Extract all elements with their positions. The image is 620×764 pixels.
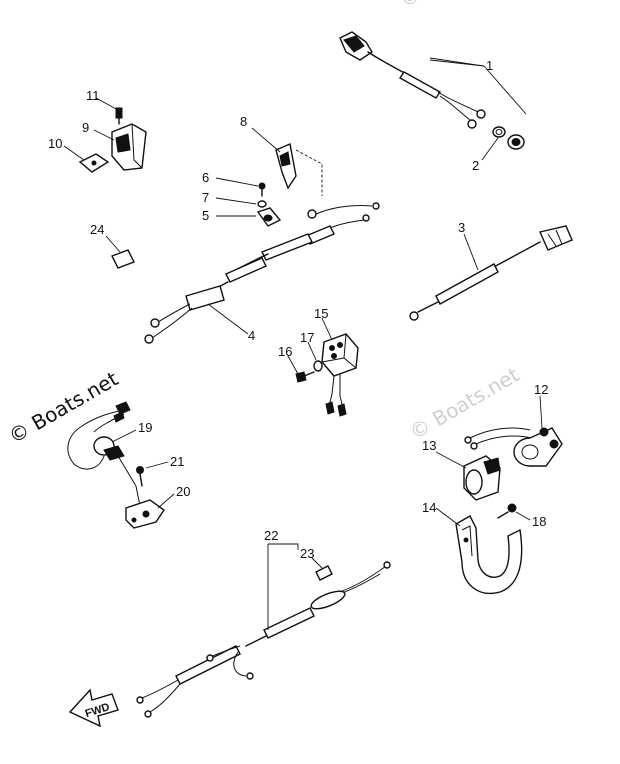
part-8-clip[interactable] bbox=[275, 143, 297, 190]
part-18-bolt[interactable] bbox=[497, 503, 517, 519]
part-19-socket-lead[interactable] bbox=[67, 401, 141, 507]
part-23-fuse[interactable] bbox=[315, 565, 333, 581]
watermark-faint-top: © Boats.net bbox=[396, 0, 514, 12]
part-22-harness[interactable] bbox=[136, 561, 391, 718]
part-11-screw[interactable] bbox=[115, 107, 123, 125]
part-21-screw[interactable] bbox=[136, 466, 144, 487]
callout-24: 24 bbox=[90, 222, 104, 237]
callout-2: 2 bbox=[472, 158, 479, 173]
part-3-cable[interactable] bbox=[409, 225, 573, 321]
callout-23: 23 bbox=[300, 546, 314, 561]
callout-3: 3 bbox=[458, 220, 465, 235]
part-12-solenoid[interactable] bbox=[464, 427, 563, 467]
callout-13: 13 bbox=[422, 438, 436, 453]
callout-1: 1 bbox=[486, 58, 493, 73]
callout-12: 12 bbox=[534, 382, 548, 397]
callout-4: 4 bbox=[248, 328, 255, 343]
part-10-plate[interactable] bbox=[78, 153, 110, 173]
part-16-bolt[interactable] bbox=[295, 371, 315, 383]
part-20-bracket[interactable] bbox=[125, 499, 165, 529]
part-5-clamp[interactable] bbox=[256, 207, 282, 227]
watermark-faint-right: © Boats.net bbox=[406, 362, 524, 444]
part-15-relay[interactable] bbox=[321, 333, 359, 417]
callout-11: 11 bbox=[86, 88, 100, 103]
callout-10: 10 bbox=[48, 136, 62, 151]
callout-16: 16 bbox=[278, 344, 292, 359]
part-4-wire-harness[interactable] bbox=[144, 202, 380, 344]
callout-18: 18 bbox=[532, 514, 546, 529]
part-7-washer[interactable] bbox=[257, 200, 267, 208]
part-6-screw[interactable] bbox=[258, 182, 266, 197]
callout-14: 14 bbox=[422, 500, 436, 515]
callout-15: 15 bbox=[314, 306, 328, 321]
callout-8: 8 bbox=[240, 114, 247, 129]
part-1-sender-cable[interactable] bbox=[339, 31, 525, 150]
callout-17: 17 bbox=[300, 330, 314, 345]
callout-19: 19 bbox=[138, 420, 152, 435]
callout-21: 21 bbox=[170, 454, 184, 469]
fwd-arrow-icon: FWD bbox=[68, 688, 119, 728]
part-24-grommet[interactable] bbox=[111, 249, 135, 269]
watermark-main: © Boats.net bbox=[5, 366, 123, 448]
part-13-rubber-mount[interactable] bbox=[463, 455, 501, 501]
callout-6: 6 bbox=[202, 170, 209, 185]
callout-5: 5 bbox=[202, 208, 209, 223]
part-17-washer[interactable] bbox=[313, 360, 323, 372]
callout-9: 9 bbox=[82, 120, 89, 135]
callout-7: 7 bbox=[202, 190, 209, 205]
callout-22: 22 bbox=[264, 528, 278, 543]
part-9-bracket[interactable] bbox=[111, 123, 147, 171]
part-14-bracket[interactable] bbox=[455, 515, 523, 594]
callout-20: 20 bbox=[176, 484, 190, 499]
